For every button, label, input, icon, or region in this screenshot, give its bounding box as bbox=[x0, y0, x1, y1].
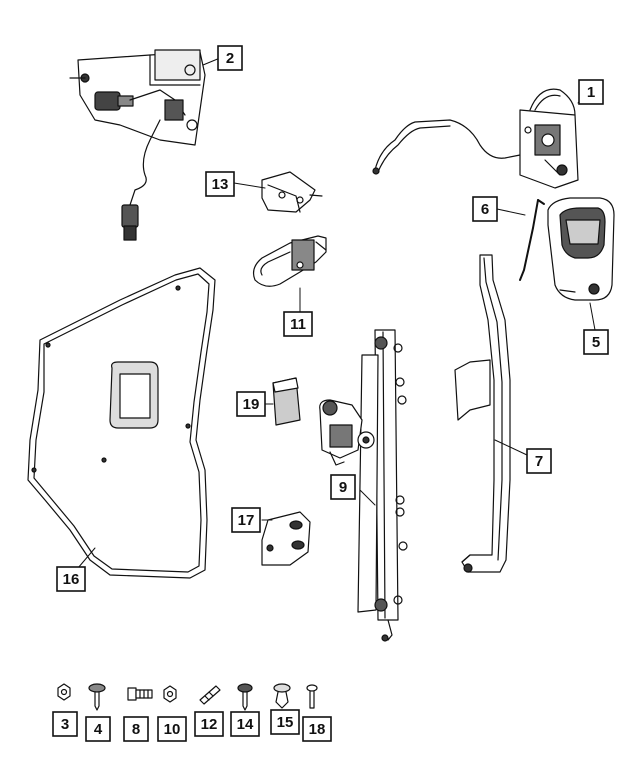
part-2-bracket-assembly bbox=[69, 49, 206, 241]
fastener-10-nut bbox=[163, 685, 177, 703]
callout-4-label: 4 bbox=[94, 721, 103, 738]
part-16-watershield-seal bbox=[27, 267, 216, 579]
callout-16: 16 bbox=[56, 566, 86, 592]
callout-7: 7 bbox=[526, 448, 552, 474]
callout-17: 17 bbox=[231, 507, 261, 533]
callout-14-label: 14 bbox=[237, 716, 254, 733]
callout-12-label: 12 bbox=[201, 716, 218, 733]
callout-15: 15 bbox=[270, 709, 300, 735]
fastener-8-bolt bbox=[127, 687, 153, 701]
fastener-14-push-pin bbox=[237, 683, 253, 711]
callout-8-label: 8 bbox=[132, 721, 140, 738]
callout-12: 12 bbox=[194, 711, 224, 737]
callouts: 2 1 13 6 11 5 19 7 9 17 16 3 4 8 10 12 1… bbox=[52, 45, 609, 742]
callout-10-label: 10 bbox=[164, 721, 181, 738]
callout-3-label: 3 bbox=[61, 716, 69, 733]
callout-16-label: 16 bbox=[63, 571, 80, 588]
callout-1: 1 bbox=[578, 79, 604, 105]
part-13-bracket bbox=[261, 171, 323, 213]
callout-2-label: 2 bbox=[226, 50, 234, 67]
callout-15-label: 15 bbox=[277, 714, 294, 731]
callout-10: 10 bbox=[157, 716, 187, 742]
callout-13-label: 13 bbox=[212, 176, 229, 193]
fastener-3-nut bbox=[57, 683, 71, 701]
part-17-bracket-plate bbox=[261, 511, 311, 566]
callout-13: 13 bbox=[205, 171, 235, 197]
callout-4: 4 bbox=[85, 716, 111, 742]
callout-7-label: 7 bbox=[535, 453, 543, 470]
callout-5-label: 5 bbox=[592, 334, 600, 351]
part-6-rod bbox=[519, 199, 545, 281]
fastener-12-screw bbox=[199, 685, 221, 705]
part-7-glass-run-channel bbox=[454, 254, 511, 573]
callout-9: 9 bbox=[330, 474, 356, 500]
callout-14: 14 bbox=[230, 711, 260, 737]
callout-18-label: 18 bbox=[309, 721, 326, 738]
fastener-4-push-pin bbox=[88, 683, 106, 711]
callout-1-label: 1 bbox=[587, 84, 595, 101]
fastener-18-screw bbox=[306, 684, 318, 709]
callout-19: 19 bbox=[236, 391, 266, 417]
part-1-door-latch bbox=[372, 88, 579, 189]
callout-8: 8 bbox=[123, 716, 149, 742]
fastener-15-clip bbox=[273, 683, 291, 709]
callout-11-label: 11 bbox=[290, 316, 306, 333]
callout-19-label: 19 bbox=[243, 396, 260, 413]
callout-9-label: 9 bbox=[339, 479, 347, 496]
callout-3: 3 bbox=[52, 711, 78, 737]
callout-18: 18 bbox=[302, 716, 332, 742]
part-5-exterior-handle bbox=[547, 197, 615, 301]
callout-2: 2 bbox=[217, 45, 243, 71]
callout-5: 5 bbox=[583, 329, 609, 355]
callout-6-label: 6 bbox=[481, 201, 489, 218]
part-11-inside-handle bbox=[252, 235, 327, 287]
part-9-window-regulator bbox=[319, 329, 408, 642]
callout-11: 11 bbox=[283, 311, 313, 337]
callout-17-label: 17 bbox=[238, 512, 255, 529]
callout-6: 6 bbox=[472, 196, 498, 222]
part-19-pad bbox=[272, 377, 301, 426]
